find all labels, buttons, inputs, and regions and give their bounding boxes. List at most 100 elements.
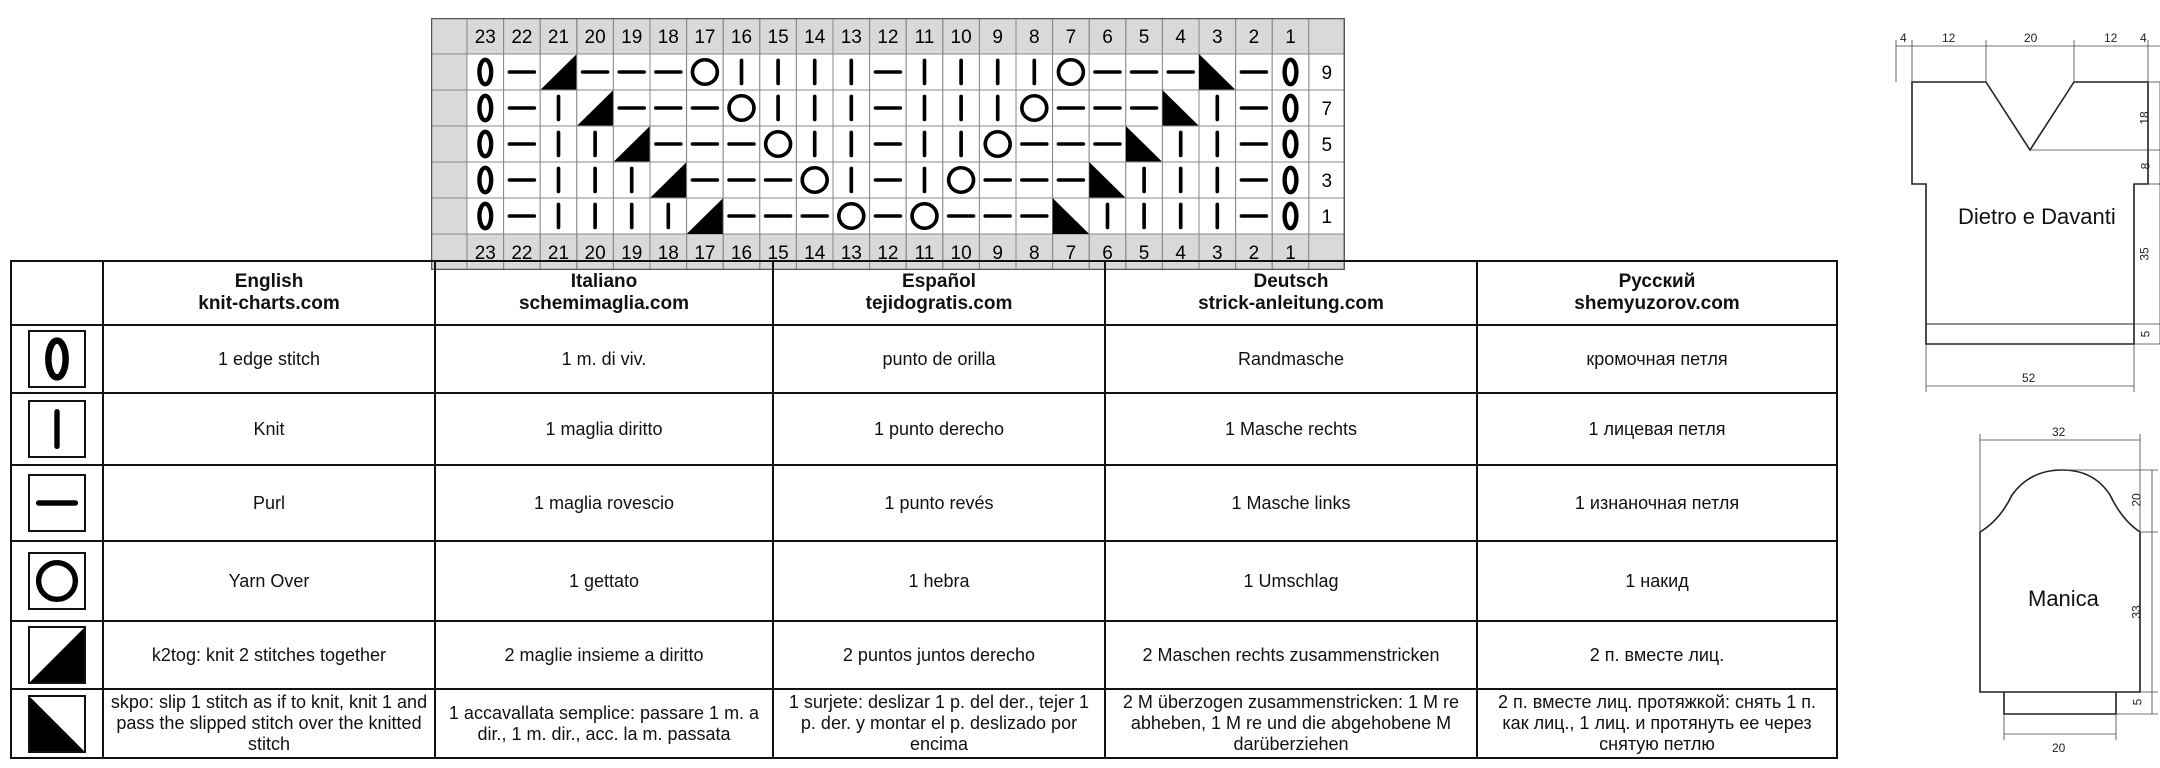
chart-cell-knit — [905, 125, 944, 163]
chart-cell-knit — [1161, 197, 1200, 235]
chart-cell-purl — [722, 161, 761, 199]
chart-cell-yo — [905, 197, 944, 235]
chart-column-number: 3 — [1212, 27, 1223, 48]
chart-cell-purl — [1235, 161, 1273, 199]
chart-cell-edge — [1271, 89, 1310, 127]
legend-cell: кромочная петля — [1476, 324, 1838, 394]
chart-cell-purl — [1052, 125, 1090, 163]
chart-cell-purl — [686, 89, 724, 127]
chart-column-number: 1 — [1285, 243, 1296, 264]
chart-cell-knit — [612, 197, 651, 235]
chart-cell-knit — [832, 125, 871, 163]
chart-row-number: 7 — [1322, 99, 1333, 120]
chart-cell-k2tog — [612, 125, 651, 163]
chart-cell-edge — [466, 53, 505, 91]
chart-cell-purl — [612, 53, 651, 91]
skpo-symbol-icon — [28, 694, 86, 753]
chart-cell-knit — [905, 53, 944, 91]
chart-column-number: 10 — [951, 27, 972, 48]
chart-cell-purl — [1235, 53, 1273, 91]
chart-cell-purl — [1235, 89, 1273, 127]
legend-cell: Yarn Over — [102, 540, 436, 622]
dim-top-right-edge: 4 — [2140, 31, 2147, 45]
chart-column-number: 22 — [511, 27, 532, 48]
legend-cell: 1 m. di viv. — [434, 324, 774, 394]
chart-cell-k2tog — [649, 161, 688, 199]
chart-cell-k2tog — [539, 53, 578, 91]
chart-column-number: 13 — [841, 27, 862, 48]
legend-cell: 1 hebra — [772, 540, 1106, 622]
chart-cell-edge — [1271, 161, 1310, 199]
chart-cell-purl — [612, 89, 651, 127]
chart-column-number: 20 — [585, 243, 606, 264]
chart-column-number: 13 — [841, 243, 862, 264]
chart-cell-knit — [1015, 53, 1054, 91]
chart-cell-knit — [1198, 125, 1237, 163]
chart-cell-purl — [1052, 89, 1090, 127]
chart-cell-purl — [722, 125, 761, 163]
legend-symbol-cell — [10, 464, 104, 542]
chart-column-number: 20 — [585, 27, 606, 48]
chart-cell-edge — [1271, 197, 1310, 235]
legend-cell: Knit — [102, 392, 436, 466]
chart-column-number: 17 — [694, 27, 715, 48]
chart-column-number: 23 — [475, 243, 496, 264]
chart-column-number: 11 — [915, 27, 935, 48]
chart-cell-purl — [1088, 125, 1127, 163]
chart-column-number: 8 — [1029, 27, 1040, 48]
legend-cell: Randmasche — [1104, 324, 1478, 394]
chart-column-number: 4 — [1175, 27, 1186, 48]
chart-column-number: 2 — [1249, 27, 1260, 48]
legend-cell: punto de orilla — [772, 324, 1106, 394]
chart-column-number: 21 — [548, 27, 569, 48]
chart-cell-purl — [649, 89, 688, 127]
chart-cell-purl — [978, 161, 1017, 199]
chart-cell-yo — [978, 125, 1017, 163]
legend-cell: 2 Maschen rechts zusammenstricken — [1104, 620, 1478, 690]
chart-column-number: 3 — [1212, 243, 1223, 264]
dim-sleeve-top: 32 — [2052, 425, 2066, 439]
chart-column-number: 23 — [475, 27, 496, 48]
chart-cell-yo — [1015, 89, 1054, 127]
legend-symbol-cell — [10, 324, 104, 394]
legend-symbol-cell — [10, 540, 104, 622]
chart-cell-purl — [1125, 89, 1163, 127]
chart-column-number: 1 — [1285, 27, 1296, 48]
chart-cell-knit — [1161, 125, 1200, 163]
dim-sleeve-length: 33 — [2129, 605, 2144, 619]
dim-sleeve-cap: 20 — [2129, 493, 2144, 507]
sleeve-schematic-label: Manica — [2028, 586, 2099, 611]
sleeve-outline — [1979, 469, 2141, 693]
chart-cell-purl — [649, 125, 688, 163]
chart-cell-purl — [869, 89, 907, 127]
chart-cell-yo — [942, 161, 980, 199]
chart-cell-knit — [612, 161, 651, 199]
chart-cell-knit — [759, 89, 797, 127]
chart-cell-purl — [503, 89, 541, 127]
dim-sleeve-cuff: 5 — [2130, 698, 2145, 706]
chart-cell-purl — [942, 197, 980, 235]
chart-column-number: 19 — [621, 243, 642, 264]
chart-cell-knit — [1125, 197, 1163, 235]
chart-cell-purl — [1088, 89, 1127, 127]
chart-cell-purl — [1052, 161, 1090, 199]
chart-column-number: 7 — [1066, 27, 1077, 48]
purl-symbol-icon — [28, 474, 86, 532]
chart-cell-knit — [539, 161, 578, 199]
chart-cell-knit — [832, 89, 871, 127]
chart-cell-skpo — [1088, 161, 1127, 199]
legend-cell: 1 лицевая петля — [1476, 392, 1838, 466]
chart-cell-purl — [759, 161, 797, 199]
chart-cell-purl — [795, 197, 834, 235]
chart-row-number: 5 — [1322, 135, 1333, 156]
chart-cell-knit — [539, 125, 578, 163]
chart-cell-purl — [978, 197, 1017, 235]
legend-cell: skpo: slip 1 stitch as if to knit, knit … — [102, 688, 436, 759]
chart-row-stub — [430, 89, 468, 127]
dim-neck-depth: 18 — [2137, 111, 2152, 125]
